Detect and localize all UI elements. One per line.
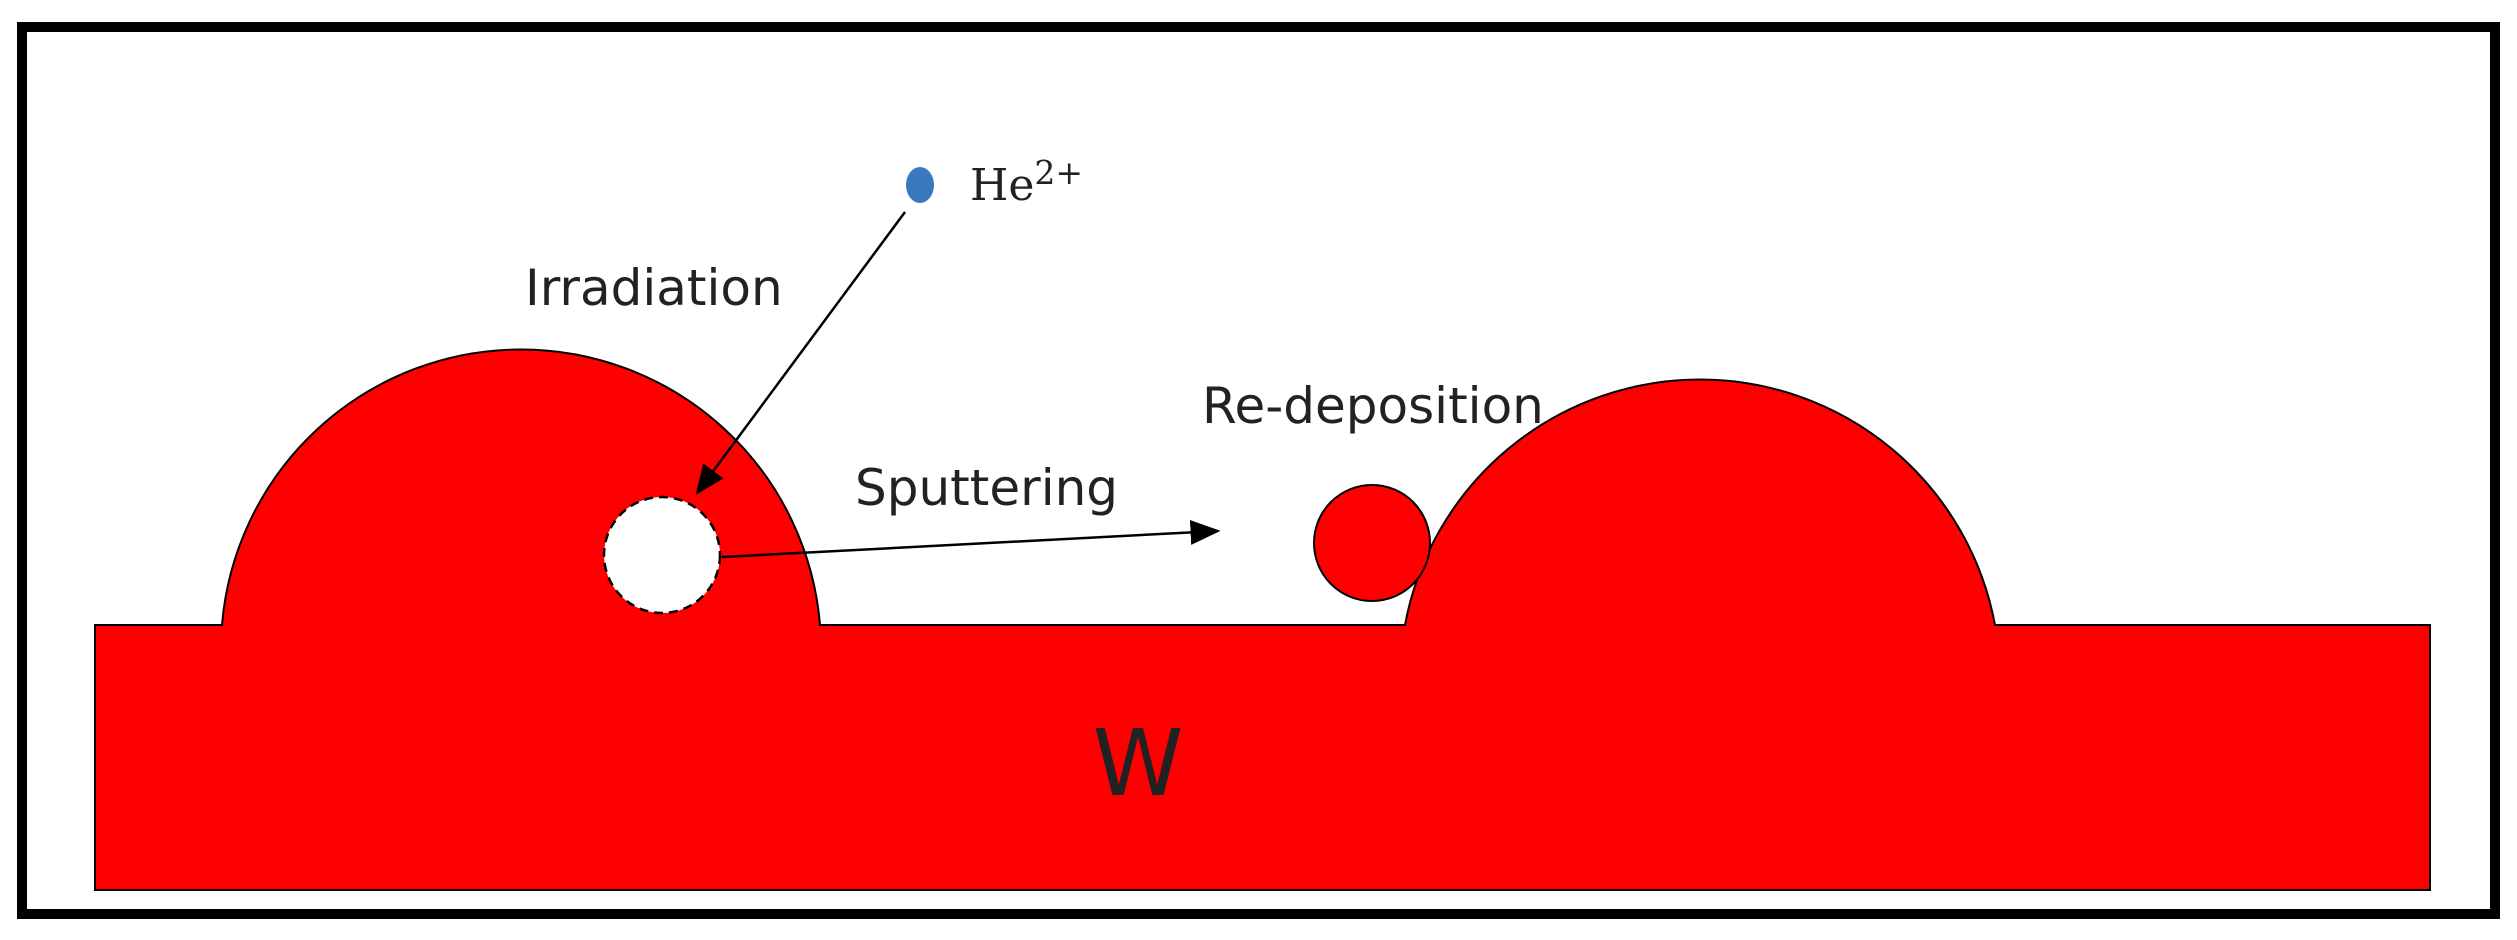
irradiation-arrow: [695, 211, 907, 496]
helium-ion-label: He2+: [970, 153, 1083, 211]
sputtering-arrow: [721, 519, 1221, 559]
redeposited-particle: [1313, 484, 1431, 602]
irradiation-label: Irradiation: [525, 259, 783, 317]
helium-ion: [906, 167, 934, 203]
material-label: W: [1093, 710, 1184, 817]
sputtering-label: Sputtering: [855, 459, 1118, 517]
sputter-vacancy: [602, 495, 722, 615]
redeposition-label: Re-deposition: [1202, 377, 1544, 435]
tungsten-substrate: [94, 348, 2431, 891]
